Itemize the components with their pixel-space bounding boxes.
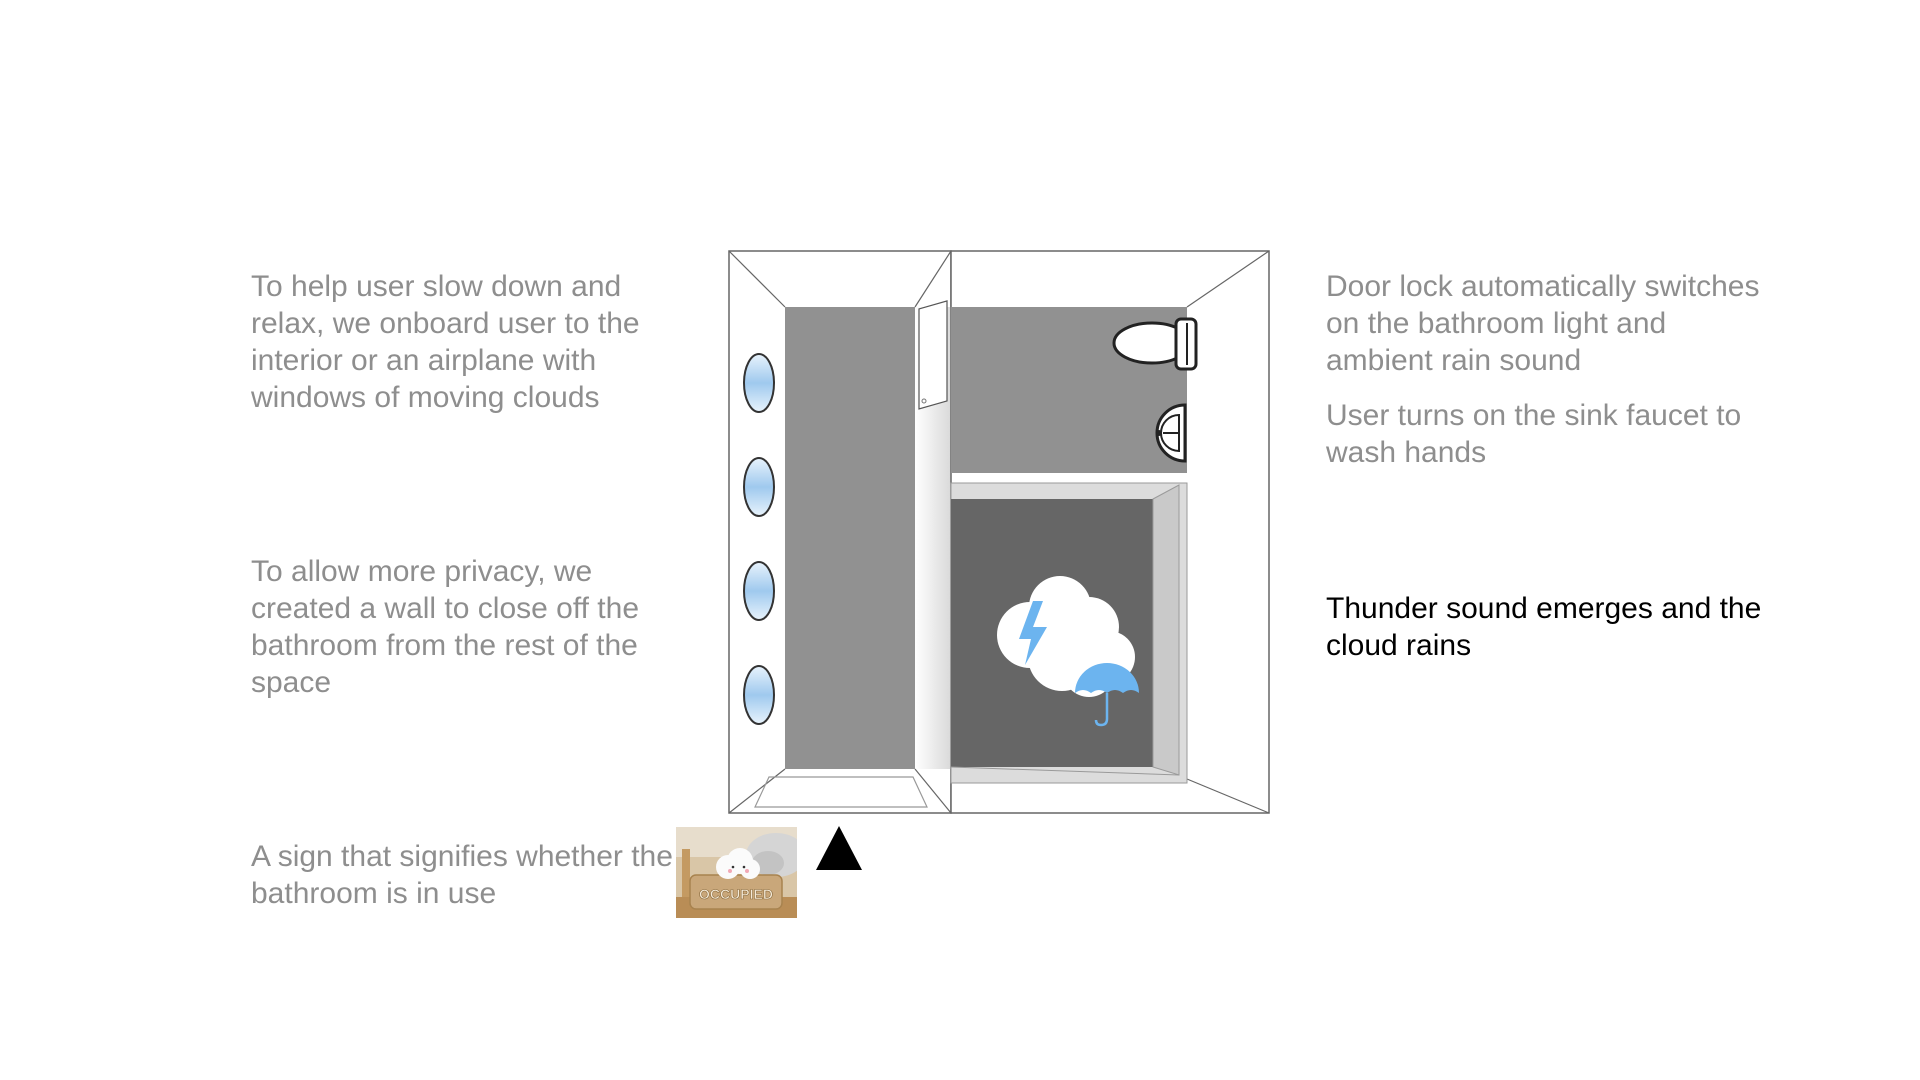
sink-icon — [1155, 403, 1187, 463]
note-door-lock: Door lock automatically switches on the … — [1326, 270, 1760, 377]
occupied-label: OCCUPIED — [699, 886, 773, 902]
occupied-sign-image: OCCUPIED — [676, 827, 797, 918]
bathroom-floorplan — [728, 250, 1270, 814]
rain-cloud-icon — [997, 576, 1135, 697]
occupied-sign-photo: OCCUPIED — [676, 827, 797, 918]
corridor — [728, 250, 952, 814]
cloud-window-icon — [743, 353, 775, 725]
note-sink-faucet: User turns on the sink faucet to wash ha… — [1326, 399, 1742, 469]
bathroom — [950, 250, 1270, 814]
corridor-floor — [785, 307, 915, 769]
lightning-icon — [1019, 601, 1047, 665]
umbrella-icon — [1075, 663, 1139, 727]
note-thunder-rain: Thunder sound emerges and the cloud rain… — [1326, 592, 1762, 662]
note-onboard-airplane: To help user slow down and relax, we onb… — [251, 270, 640, 414]
entrance-arrow-icon — [816, 826, 862, 870]
toilet-icon — [1112, 317, 1198, 371]
entrance-threshold — [754, 776, 928, 808]
door-panel-icon — [918, 300, 948, 410]
note-privacy-wall: To allow more privacy, we created a wall… — [251, 555, 640, 699]
note-occupied-sign: A sign that signifies whether the bathro… — [251, 840, 673, 910]
